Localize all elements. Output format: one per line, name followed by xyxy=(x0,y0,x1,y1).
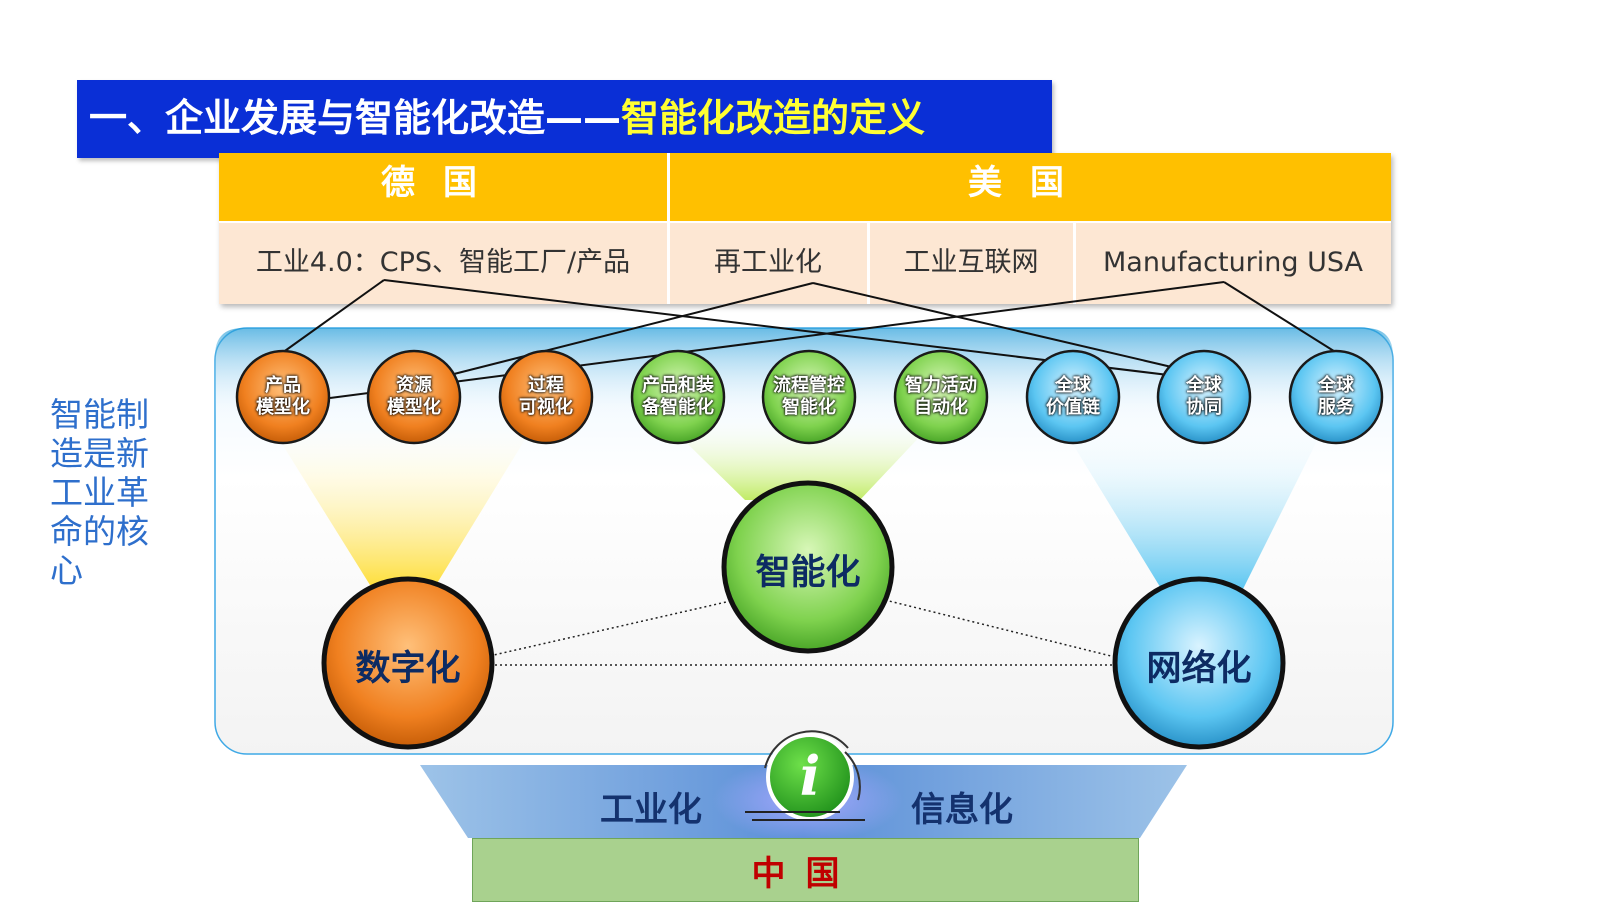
beam-digital xyxy=(264,415,540,585)
country-table: 德国 美国 工业4.0：CPS、智能工厂/产品 再工业化 工业互联网 Manuf… xyxy=(219,153,1391,304)
table-divider xyxy=(1073,223,1076,304)
label-network: 网络化 xyxy=(1146,649,1252,689)
china-bar: 中国 xyxy=(472,838,1139,902)
node-label: 产品和装备智能化 xyxy=(642,375,714,418)
label-informatization: 信息化 xyxy=(911,790,1013,830)
triangle-links xyxy=(484,599,1116,666)
node-circle xyxy=(761,349,857,445)
node-circle xyxy=(893,349,989,445)
node-label: 全球协同 xyxy=(1186,375,1222,418)
cell-manufacturing-usa: Manufacturing USA xyxy=(1075,223,1391,304)
small-nodes xyxy=(235,349,1384,445)
big-node-network xyxy=(1112,576,1286,750)
node-label: 全球价值链 xyxy=(1046,375,1100,418)
china-label: 中国 xyxy=(751,854,860,894)
page-title: 一、企业发展与智能化改造——智能化改造的定义 xyxy=(89,94,925,142)
beam-smart xyxy=(658,415,940,500)
header-germany: 德国 xyxy=(219,153,667,221)
node-label: 产品模型化 xyxy=(256,375,310,418)
title-main: 一、企业发展与智能化改造—— xyxy=(89,96,622,140)
label-smart: 智能化 xyxy=(755,553,861,593)
header-usa: 美国 xyxy=(669,153,1391,221)
cell-reindustrialization: 再工业化 xyxy=(669,223,867,304)
title-highlight: 智能化改造的定义 xyxy=(621,96,926,140)
big-node-digital xyxy=(321,576,495,750)
info-icon: i xyxy=(745,730,865,821)
svg-text:i: i xyxy=(800,744,821,808)
node-circle xyxy=(235,349,331,445)
node-label: 流程管控智能化 xyxy=(773,375,845,418)
table-divider xyxy=(667,153,670,304)
beam-network xyxy=(1055,415,1330,595)
node-label: 过程可视化 xyxy=(519,375,573,418)
node-circle xyxy=(1025,349,1121,445)
table-divider xyxy=(867,223,870,304)
cell-germany: 工业4.0：CPS、智能工厂/产品 xyxy=(219,223,667,304)
label-digital: 数字化 xyxy=(355,649,461,689)
node-circle xyxy=(630,349,726,445)
cell-industrial-internet: 工业互联网 xyxy=(869,223,1073,304)
node-label: 智力活动自动化 xyxy=(905,375,977,418)
label-industrialization: 工业化 xyxy=(600,790,702,830)
node-circle xyxy=(498,349,594,445)
node-circle xyxy=(1288,349,1384,445)
node-label: 全球服务 xyxy=(1318,375,1354,418)
node-circle xyxy=(1156,349,1252,445)
title-bar: 一、企业发展与智能化改造——智能化改造的定义 xyxy=(77,80,1052,158)
side-caption: 智能制造是新工业革命的核心 xyxy=(50,395,149,590)
big-node-smart xyxy=(721,480,895,654)
node-label: 资源模型化 xyxy=(387,375,441,418)
node-circle xyxy=(366,349,462,445)
